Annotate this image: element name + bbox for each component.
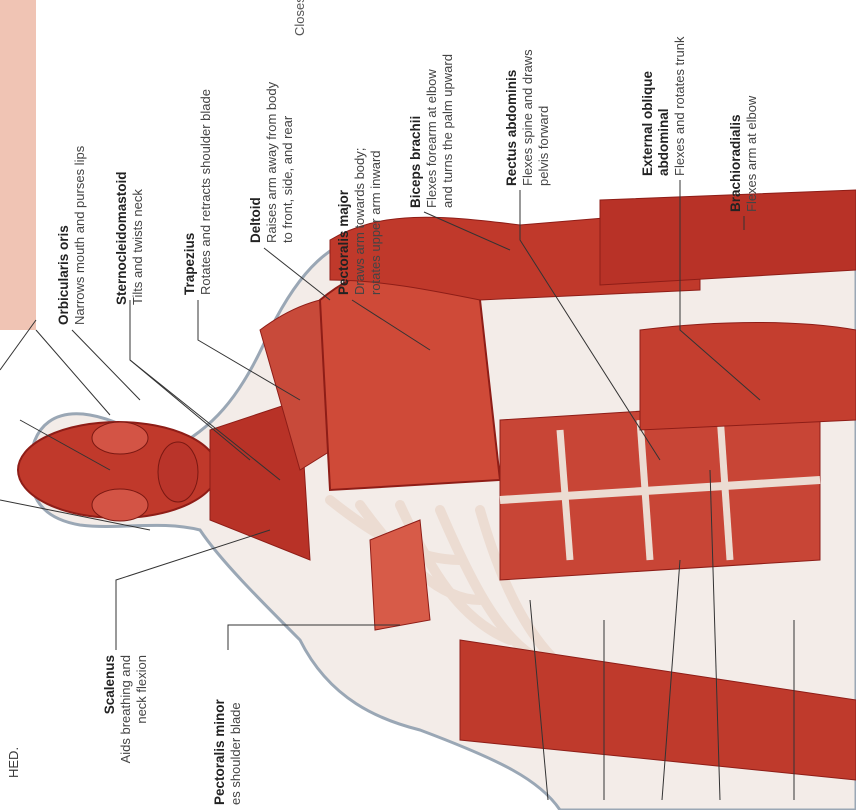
label-biceps-brachii: Biceps brachii Flexes forearm at elbow a…: [408, 54, 456, 208]
external-oblique-shape: [640, 323, 856, 431]
label-rectus-abdominis: Rectus abdominis Flexes spine and draws …: [504, 49, 552, 186]
corner-text: HED.: [6, 747, 21, 778]
mouth: [158, 442, 198, 502]
label-orbicularis-oris: Orbicularis oris Narrows mouth and purse…: [56, 146, 88, 325]
eye-right: [92, 489, 148, 521]
pectoralis-minor-shape: [370, 520, 430, 630]
label-scalenus: Scalenus Aids breathing and neck flexion: [102, 655, 150, 805]
pectoralis-shape: [320, 266, 500, 490]
closes-eye-label: Closes eye: [292, 0, 308, 36]
label-trapezius: Trapezius Rotates and retracts shoulder …: [182, 89, 214, 295]
label-deltoid: Deltoid Raises arm away from body to fro…: [248, 82, 296, 243]
label-external-oblique: External oblique abdominal Flexes and ro…: [640, 37, 688, 176]
eye-left: [92, 422, 148, 454]
label-pectoralis-major: Pectoralis major Draws arm towards body;…: [336, 148, 384, 295]
leader-closes-eye: [0, 320, 36, 370]
label-brachioradialis: Brachioradialis Flexes arm at elbow: [728, 96, 760, 212]
label-pectoralis-minor: Pectoralis minor es shoulder blade: [212, 699, 244, 805]
label-sternocleidomastoid: Sternocleidomastoid Tilts and twists nec…: [114, 171, 146, 305]
leader-top-1: [36, 330, 110, 415]
